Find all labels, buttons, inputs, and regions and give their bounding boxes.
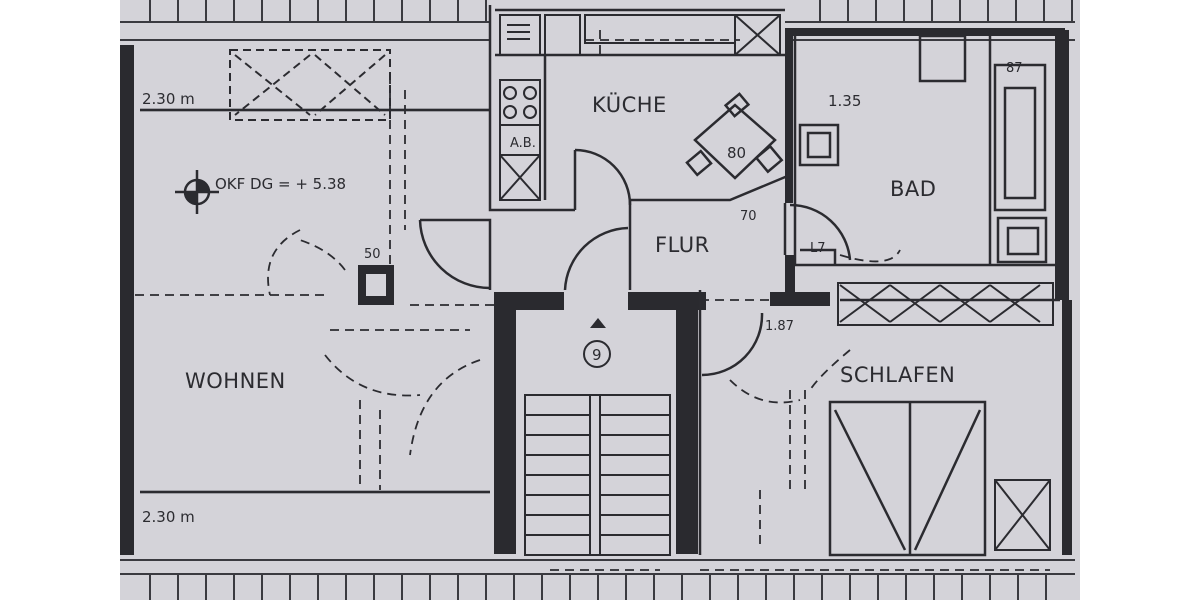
- dimension-top-left: 2.30 m: [142, 90, 195, 108]
- doors: [418, 148, 852, 377]
- stove-icon: [503, 86, 537, 119]
- room-label-wohnen: WOHNEN: [185, 369, 286, 393]
- electrical-lines: [135, 30, 1050, 571]
- staircase: [524, 394, 671, 556]
- bedroom-dim-label: 1.87: [765, 319, 794, 334]
- kitchen-table-label: 80: [727, 144, 746, 162]
- bathtub-icon: [993, 63, 1048, 264]
- kitchen-table: [685, 92, 784, 180]
- stair-number-label: 9: [592, 346, 602, 364]
- roof-edge-bottom: [120, 559, 1075, 600]
- room-label-flur: FLUR: [655, 233, 710, 257]
- roof-edge-top: [120, 0, 1075, 41]
- room-label-bad: BAD: [890, 177, 936, 201]
- dimension-bottom-left: 2.30 m: [142, 508, 195, 526]
- room-label-schlafen: SCHLAFEN: [840, 363, 955, 387]
- kitchen-70-label: 70: [740, 209, 757, 224]
- bath-door-label: L7: [810, 241, 826, 256]
- stair-number-circle: [583, 340, 611, 368]
- walls: [120, 28, 1072, 555]
- bath-87-label: 87: [1006, 61, 1023, 76]
- stair-arrow-icon: [590, 318, 606, 328]
- cross-cabinets: [229, 49, 1054, 551]
- kitchen-ab-label: A.B.: [510, 136, 536, 151]
- kitchen-units: [499, 14, 781, 201]
- level-marker-label: OKF DG = + 5.38: [215, 175, 346, 193]
- dimension-lines: [140, 108, 490, 494]
- wardrobe-icon: [828, 400, 987, 557]
- bath-width-label: 1.35: [828, 92, 861, 110]
- chimney-size-label: 50: [364, 247, 381, 262]
- bath-fixtures: [798, 34, 967, 265]
- sink-icon: [507, 24, 530, 40]
- room-label-kueche: KÜCHE: [592, 92, 667, 117]
